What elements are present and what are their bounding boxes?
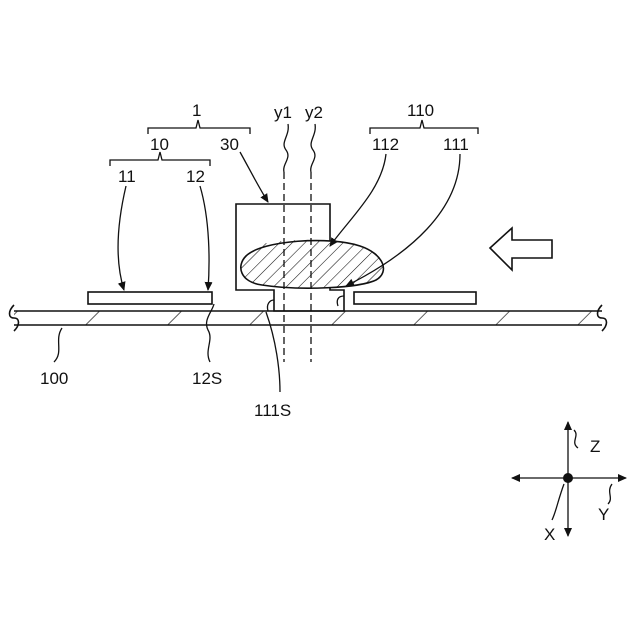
label-12S: 12S [192,369,222,388]
swollen-head-112 [241,240,384,288]
right-plate-111 [354,292,476,304]
leader-12 [200,186,209,290]
label-axis-y: Y [598,505,609,524]
left-arrow-icon [490,228,552,270]
label-112: 112 [372,135,399,154]
label-30: 30 [220,135,239,154]
label-y2: y2 [305,103,323,122]
label-12: 12 [186,167,205,186]
stem-notch-111S [267,300,274,311]
bracket-1 [148,120,250,134]
left-plate-11 [88,292,212,304]
leader-112 [330,154,386,246]
label-110: 110 [407,101,434,120]
base-plate-100 [10,305,607,331]
label-1: 1 [192,101,201,120]
label-axis-x: X [544,525,555,544]
leader-100 [54,328,62,362]
stem-notch-right [337,296,344,306]
leader-11 [118,186,126,290]
leader-30 [240,152,268,202]
label-111S: 111S [254,401,291,420]
label-y1: y1 [274,103,292,122]
bracket-110 [370,120,478,134]
label-11: 11 [118,167,136,186]
label-axis-z: Z [590,437,600,456]
label-111: 111 [443,135,469,154]
axis-leader-y2 [311,124,316,172]
axis-leader-y1 [284,124,289,172]
label-100: 100 [40,369,68,388]
label-10: 10 [150,135,169,154]
bracket-10 [110,152,210,166]
